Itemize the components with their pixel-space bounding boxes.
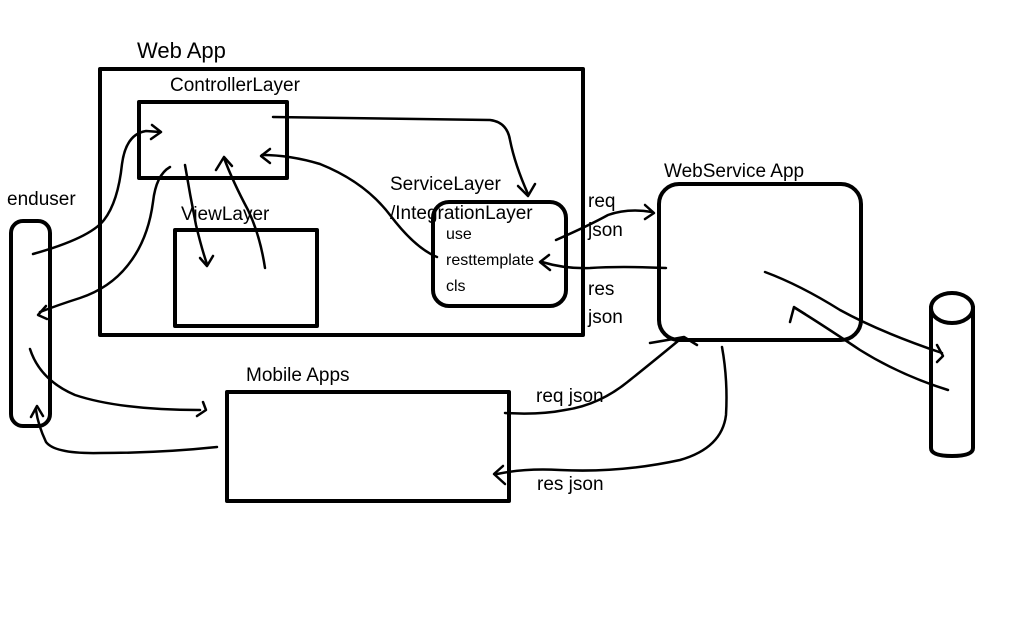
controller-layer-box (137, 100, 289, 180)
arrowhead-webservice-to-database (935, 343, 945, 364)
req-json-mobile-label: req json (536, 386, 604, 407)
integration-layer-label: /IntegrationLayer (390, 203, 533, 224)
arrow-enduser-to-controller (31, 129, 162, 256)
req-json-web-label-line2: json (588, 220, 623, 241)
view-layer-label: ViewLayer (181, 204, 270, 225)
arrowhead-service-to-controller (259, 147, 272, 165)
arrow-view-to-controller (222, 156, 267, 270)
cls-label: cls (446, 278, 466, 295)
enduser-label: enduser (7, 189, 76, 210)
database-cylinder (929, 291, 975, 458)
arrowhead-enduser-to-mobile (195, 400, 208, 418)
webservice-app-label: WebService App (664, 161, 805, 182)
arrow-webservice-to-service (540, 260, 668, 270)
mobile-apps-label: Mobile Apps (246, 365, 350, 386)
web-app-box (98, 67, 585, 337)
arrow-mobile-to-enduser (34, 408, 219, 455)
req-json-web-label-line1: req (588, 191, 616, 212)
arrowhead-service-to-webservice (643, 203, 656, 221)
controller-layer-label: ControllerLayer (170, 75, 300, 96)
arrowhead-view-to-controller (214, 155, 234, 172)
arrow-controller-to-view (183, 163, 209, 266)
resttemplate-label: resttemplate (446, 252, 535, 269)
arrowhead-webservice-to-mobile (492, 464, 507, 486)
view-layer-box (173, 228, 319, 328)
arrow-controller-to-service (271, 115, 530, 196)
arrow-database-to-webservice (793, 306, 950, 392)
use-label: use (446, 226, 472, 243)
arrowhead-database-to-webservice (788, 305, 807, 324)
arrowhead-controller-to-view (198, 254, 215, 268)
arrowhead-controller-to-service (516, 182, 537, 198)
arrowhead-controller-to-enduser (36, 304, 49, 321)
mobile-apps-box (225, 390, 511, 503)
arrowhead-mobile-to-enduser (29, 404, 45, 419)
res-json-web-label-line2: json (588, 307, 623, 328)
enduser-box (9, 219, 52, 428)
res-json-web-label-line1: res (588, 279, 615, 300)
res-json-mobile-label: res json (537, 474, 604, 495)
web-app-label: Web App (137, 38, 226, 63)
arrow-enduser-to-mobile (28, 347, 202, 412)
arrowhead-mobile-to-webservice (648, 335, 699, 347)
service-layer-label: ServiceLayer (390, 174, 501, 195)
arrow-mobile-to-webservice (503, 339, 680, 415)
arrow-webservice-to-mobile (495, 345, 728, 476)
arrowhead-enduser-to-controller (149, 123, 163, 141)
arrow-service-to-webservice (554, 209, 654, 242)
arrow-service-to-controller (260, 153, 439, 259)
arrowhead-webservice-to-service (538, 253, 552, 272)
arrow-controller-to-enduser (38, 165, 172, 314)
arrow-webservice-to-database (763, 270, 944, 355)
webservice-app-box (657, 182, 863, 342)
